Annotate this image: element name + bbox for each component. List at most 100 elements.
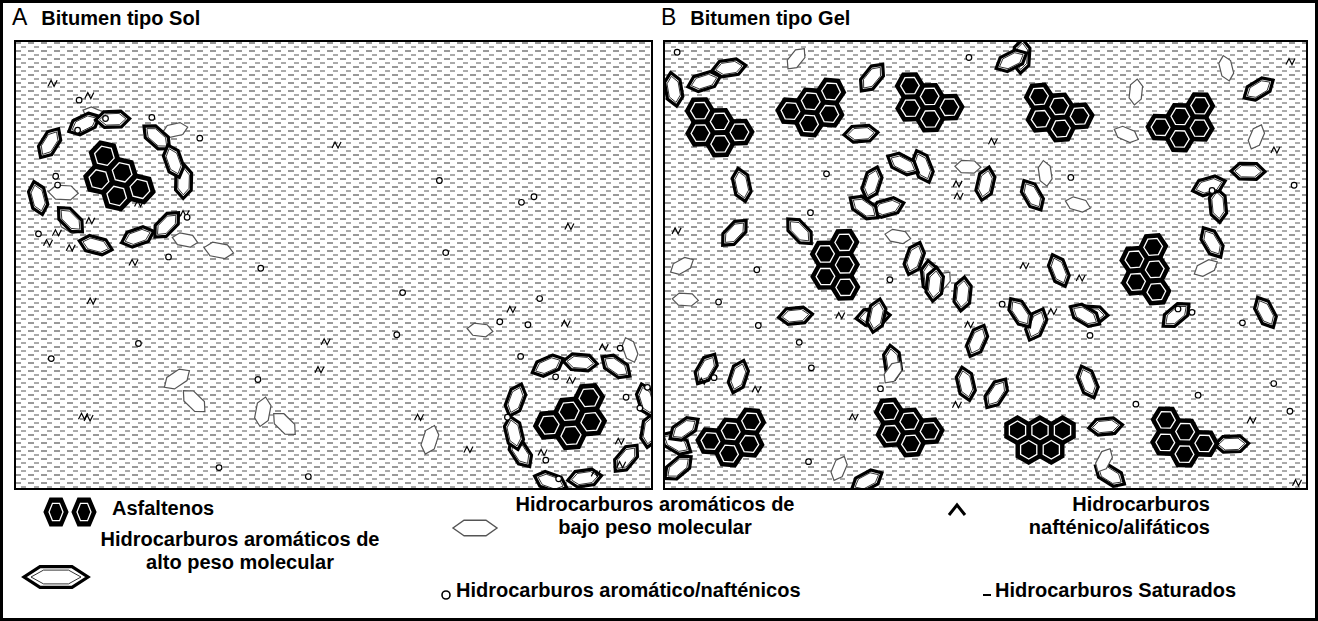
high-mw-aromatic-inner (536, 358, 560, 374)
asphaltene (1148, 94, 1214, 150)
high-mw-aromatic-inner (83, 238, 109, 252)
high-mw-aromatic-inner (1024, 184, 1040, 207)
low-mw-aromatic (671, 257, 694, 274)
aromatic-naphthenic (149, 115, 155, 121)
low-mw-aromatic (955, 160, 981, 173)
high-mw-aromatic-inner (870, 303, 884, 329)
asphaltene (698, 410, 765, 466)
high-mw-aromatic-inner (1166, 307, 1186, 324)
aromatic-naphthenic (53, 173, 59, 179)
high-mw-aromatic (122, 227, 154, 247)
aromatic-naphthenic (1287, 408, 1293, 414)
high-mw-aromatic (862, 167, 882, 199)
aromatic-naphthenic (55, 182, 61, 188)
high-mw-aromatic (504, 417, 523, 450)
legend-text: Hidrocarburos aromáticos de alto peso mo… (100, 528, 380, 574)
high-mw-aromatic-inner (668, 459, 688, 476)
high-mw-aromatic-inner (1051, 258, 1066, 283)
low-mw-aromatic (1194, 260, 1217, 277)
high-mw-aromatic (637, 384, 654, 416)
naphthenic-aliphatic (44, 240, 53, 246)
aromatic-naphthenic (497, 319, 503, 325)
high-mw-aromatic-inner (855, 473, 879, 489)
naphthenic-aliphatic (953, 181, 962, 187)
aromatic-naphthenic (443, 250, 449, 256)
high-mw-aromatic (96, 111, 130, 127)
aromatic-naphthenic (887, 277, 893, 283)
naphthenic-aliphatic (1271, 147, 1280, 153)
legend-entry: Hidrocarburos aromáticos de bajo peso mo… (505, 493, 805, 539)
aromatic-naphthenic (519, 200, 525, 206)
aromatic-naphthenic (537, 296, 543, 302)
high-mw-aromatic (1193, 176, 1226, 196)
high-mw-aromatic-inner (1212, 192, 1224, 218)
asphaltene (1152, 409, 1217, 466)
high-mw-aromatic (615, 445, 638, 471)
aromatic-naphthenic (1271, 381, 1277, 387)
aromatic-naphthenic (543, 457, 549, 463)
asphaltene (876, 400, 943, 456)
high-mw-aromatic (779, 307, 813, 324)
high-mw-aromatic-inner (790, 222, 808, 241)
naphthenic-aliphatic (1247, 417, 1256, 423)
aromatic-naphthenic (505, 414, 511, 420)
high-mw-aromatic-inner (928, 271, 941, 297)
high-mw-aromatic-inner (41, 132, 58, 155)
naphthenic-aliphatic (129, 260, 138, 266)
high-mw-aromatic-inner (865, 171, 880, 196)
legend-entry: Hidrocarburos aromático/nafténicos (456, 579, 916, 602)
high-mw-aromatic (1049, 255, 1070, 287)
high-mw-aromatic (967, 325, 988, 356)
aromatic-naphthenic (518, 354, 524, 360)
low-mw-aromatic (1114, 126, 1138, 142)
aromatic-naphthenic (716, 299, 722, 305)
legend-symbol (447, 513, 523, 543)
high-mw-aromatic-inner (1000, 53, 1024, 69)
naphthenic-aliphatic (567, 377, 576, 383)
low-mw-aromatic (1038, 161, 1052, 187)
high-mw-aromatic-inner (99, 113, 126, 125)
naphthenic-aliphatic (849, 414, 858, 420)
high-mw-aromatic (39, 129, 61, 158)
naphthenic-aliphatic (952, 402, 961, 408)
legend-symbol (943, 497, 1019, 527)
low-mw-aromatic (831, 456, 847, 480)
high-mw-aromatic-inner (1218, 438, 1245, 450)
low-mw-aromatic (1065, 197, 1090, 212)
high-mw-aromatic (563, 354, 597, 371)
naphthenic-aliphatic (1292, 480, 1301, 486)
panel-heading: ABitumen tipo Sol (12, 4, 200, 31)
asphaltene (535, 385, 605, 448)
high-mw-aromatic (1244, 78, 1273, 100)
naphthenic-aliphatic (752, 386, 761, 392)
high-mw-aromatic-inner (969, 329, 985, 353)
panel-title: Bitumen tipo Gel (690, 7, 850, 29)
panel-letter: B (661, 4, 676, 30)
naphthenic-aliphatic (315, 367, 324, 373)
naphthenic-aliphatic (85, 93, 94, 99)
aromatic-naphthenic (808, 210, 814, 216)
high-mw-aromatic-inner (158, 215, 176, 234)
high-mw-aromatic-inner (1247, 81, 1270, 98)
naphthenic-aliphatic (954, 193, 963, 199)
aromatic-naphthenic (103, 116, 109, 122)
naphthenic-aliphatic (87, 298, 96, 304)
high-mw-aromatic (867, 299, 886, 332)
aromatic-naphthenic (197, 135, 203, 141)
asphaltene (778, 80, 845, 136)
high-mw-aromatic (1089, 418, 1123, 435)
high-mw-aromatic-inner (735, 172, 749, 198)
naphthenic-aliphatic (79, 413, 88, 419)
naphthenic-aliphatic (836, 313, 845, 319)
high-mw-aromatic (59, 208, 83, 232)
high-mw-aromatic (69, 113, 99, 135)
legend-symbol (34, 497, 110, 527)
high-mw-aromatic (695, 354, 717, 383)
naphthenic-aliphatic (1020, 263, 1029, 269)
low-mw-aromatic (622, 338, 638, 362)
naphthenic-aliphatic (52, 230, 61, 236)
aromatic-naphthenic (756, 323, 762, 329)
aromatic-naphthenic (166, 254, 172, 260)
naphthenic-aliphatic (591, 470, 600, 476)
naphthenic-aliphatic (321, 339, 330, 345)
